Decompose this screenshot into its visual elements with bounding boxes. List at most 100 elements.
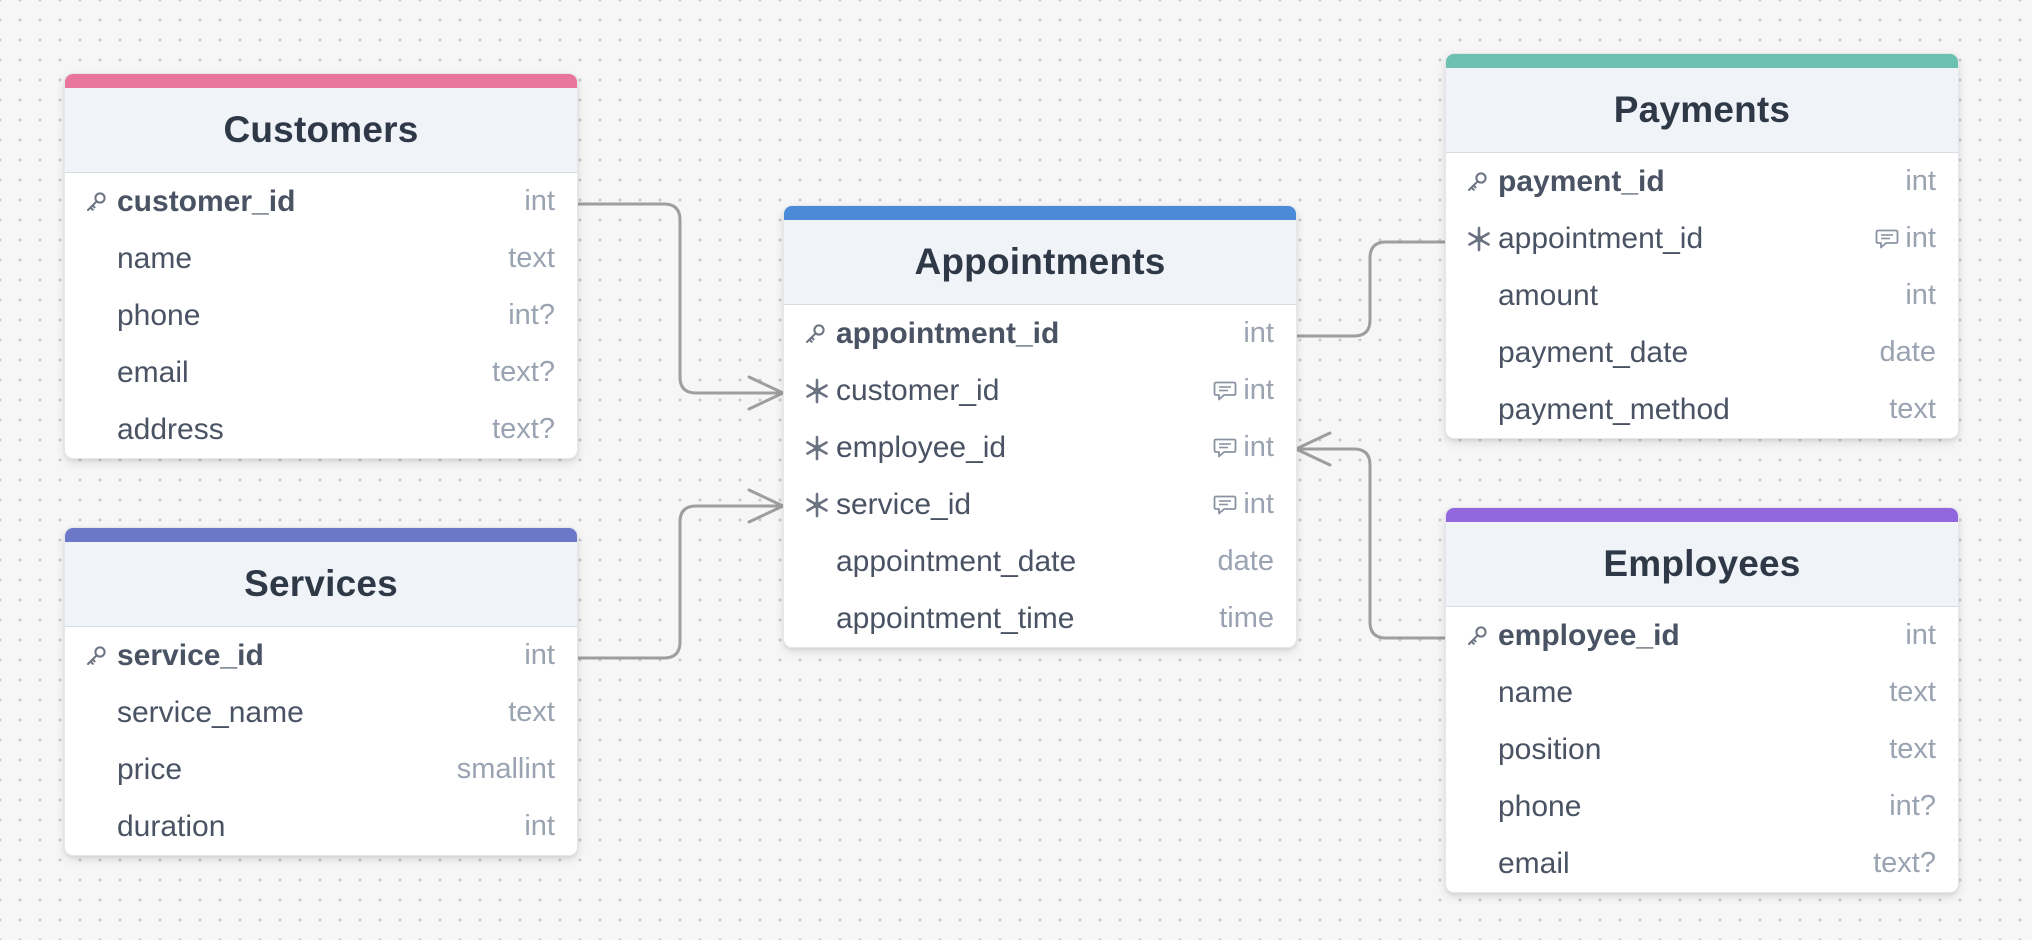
column-name: employee_id bbox=[836, 430, 1007, 464]
column-row-service-id[interactable]: service_id int bbox=[65, 627, 577, 684]
foreign-key-icon bbox=[804, 419, 836, 476]
column-type: int bbox=[1905, 619, 1936, 651]
column-name: service_name bbox=[117, 695, 304, 729]
column-icon-spacer bbox=[804, 590, 836, 647]
column-name: position bbox=[1498, 732, 1602, 766]
column-type: int bbox=[524, 810, 555, 842]
column-row-employee-id[interactable]: employee_id int bbox=[1446, 607, 1958, 664]
column-row-customer-id[interactable]: customer_id int bbox=[65, 173, 577, 230]
crows-foot-customers-appointments[interactable] bbox=[747, 375, 785, 411]
link-appointments-payments[interactable] bbox=[1294, 240, 1447, 338]
comment-icon[interactable] bbox=[1207, 437, 1237, 459]
column-name: payment_method bbox=[1498, 392, 1730, 426]
comment-icon[interactable] bbox=[1207, 380, 1237, 402]
link-customers-appointments[interactable] bbox=[575, 202, 785, 395]
primary-key-icon bbox=[85, 627, 117, 684]
table-header[interactable]: Employees bbox=[1446, 522, 1958, 607]
foreign-key-icon bbox=[1466, 210, 1498, 267]
column-icon-spacer bbox=[85, 798, 117, 855]
table-header[interactable]: Services bbox=[65, 542, 577, 627]
column-type: int bbox=[1905, 165, 1936, 197]
primary-key-icon bbox=[1466, 153, 1498, 210]
comment-icon[interactable] bbox=[1207, 494, 1237, 516]
column-icon-spacer bbox=[1466, 721, 1498, 778]
column-row-customer-id[interactable]: customer_id int bbox=[784, 362, 1296, 419]
column-icon-spacer bbox=[1466, 267, 1498, 324]
column-type: int bbox=[1243, 374, 1274, 406]
column-row-payment-method[interactable]: payment_method text bbox=[1446, 381, 1958, 438]
table-accent-bar bbox=[784, 206, 1296, 220]
foreign-key-icon bbox=[804, 476, 836, 533]
column-type: text? bbox=[492, 413, 555, 445]
column-icon-spacer bbox=[1466, 778, 1498, 835]
column-name: phone bbox=[117, 298, 201, 332]
column-icon-spacer bbox=[1466, 324, 1498, 381]
column-type: text bbox=[508, 242, 555, 274]
column-type: text bbox=[1889, 676, 1936, 708]
primary-key-icon bbox=[804, 305, 836, 362]
primary-key-icon bbox=[1466, 607, 1498, 664]
column-icon-spacer bbox=[1466, 664, 1498, 721]
table-header[interactable]: Customers bbox=[65, 88, 577, 173]
table-accent-bar bbox=[65, 528, 577, 542]
table-accent-bar bbox=[1446, 54, 1958, 68]
column-name: customer_id bbox=[836, 373, 1000, 407]
link-services-appointments[interactable] bbox=[575, 504, 785, 660]
column-type: int bbox=[1905, 222, 1936, 254]
column-name: service_id bbox=[117, 638, 264, 672]
column-name: phone bbox=[1498, 789, 1582, 823]
column-type: int bbox=[524, 639, 555, 671]
column-type: int bbox=[1243, 431, 1274, 463]
column-type: text? bbox=[492, 356, 555, 388]
link-employees-appointments[interactable] bbox=[1294, 447, 1447, 640]
column-name: employee_id bbox=[1498, 618, 1680, 652]
column-row-employee-id[interactable]: employee_id int bbox=[784, 419, 1296, 476]
column-name: customer_id bbox=[117, 184, 296, 218]
table-title: Customers bbox=[223, 109, 419, 150]
column-icon-spacer bbox=[85, 230, 117, 287]
column-type: text bbox=[1889, 393, 1936, 425]
column-type: time bbox=[1219, 602, 1274, 634]
crows-foot-services-appointments[interactable] bbox=[747, 488, 785, 524]
column-name: appointment_id bbox=[1498, 221, 1704, 255]
column-type: date bbox=[1879, 336, 1936, 368]
column-type: int bbox=[524, 185, 555, 217]
column-name: service_id bbox=[836, 487, 972, 521]
column-icon-spacer bbox=[85, 344, 117, 401]
column-name: payment_id bbox=[1498, 164, 1665, 198]
column-icon-spacer bbox=[85, 287, 117, 344]
column-icon-spacer bbox=[804, 533, 836, 590]
column-row-payment-id[interactable]: payment_id int bbox=[1446, 153, 1958, 210]
comment-icon[interactable] bbox=[1869, 228, 1899, 250]
table-header[interactable]: Appointments bbox=[784, 220, 1296, 305]
column-row-appointment-id[interactable]: appointment_id int bbox=[1446, 210, 1958, 267]
crows-foot-employees-appointments[interactable] bbox=[1294, 431, 1332, 467]
table-header[interactable]: Payments bbox=[1446, 68, 1958, 153]
column-icon-spacer bbox=[1466, 381, 1498, 438]
table-title: Payments bbox=[1613, 89, 1791, 130]
